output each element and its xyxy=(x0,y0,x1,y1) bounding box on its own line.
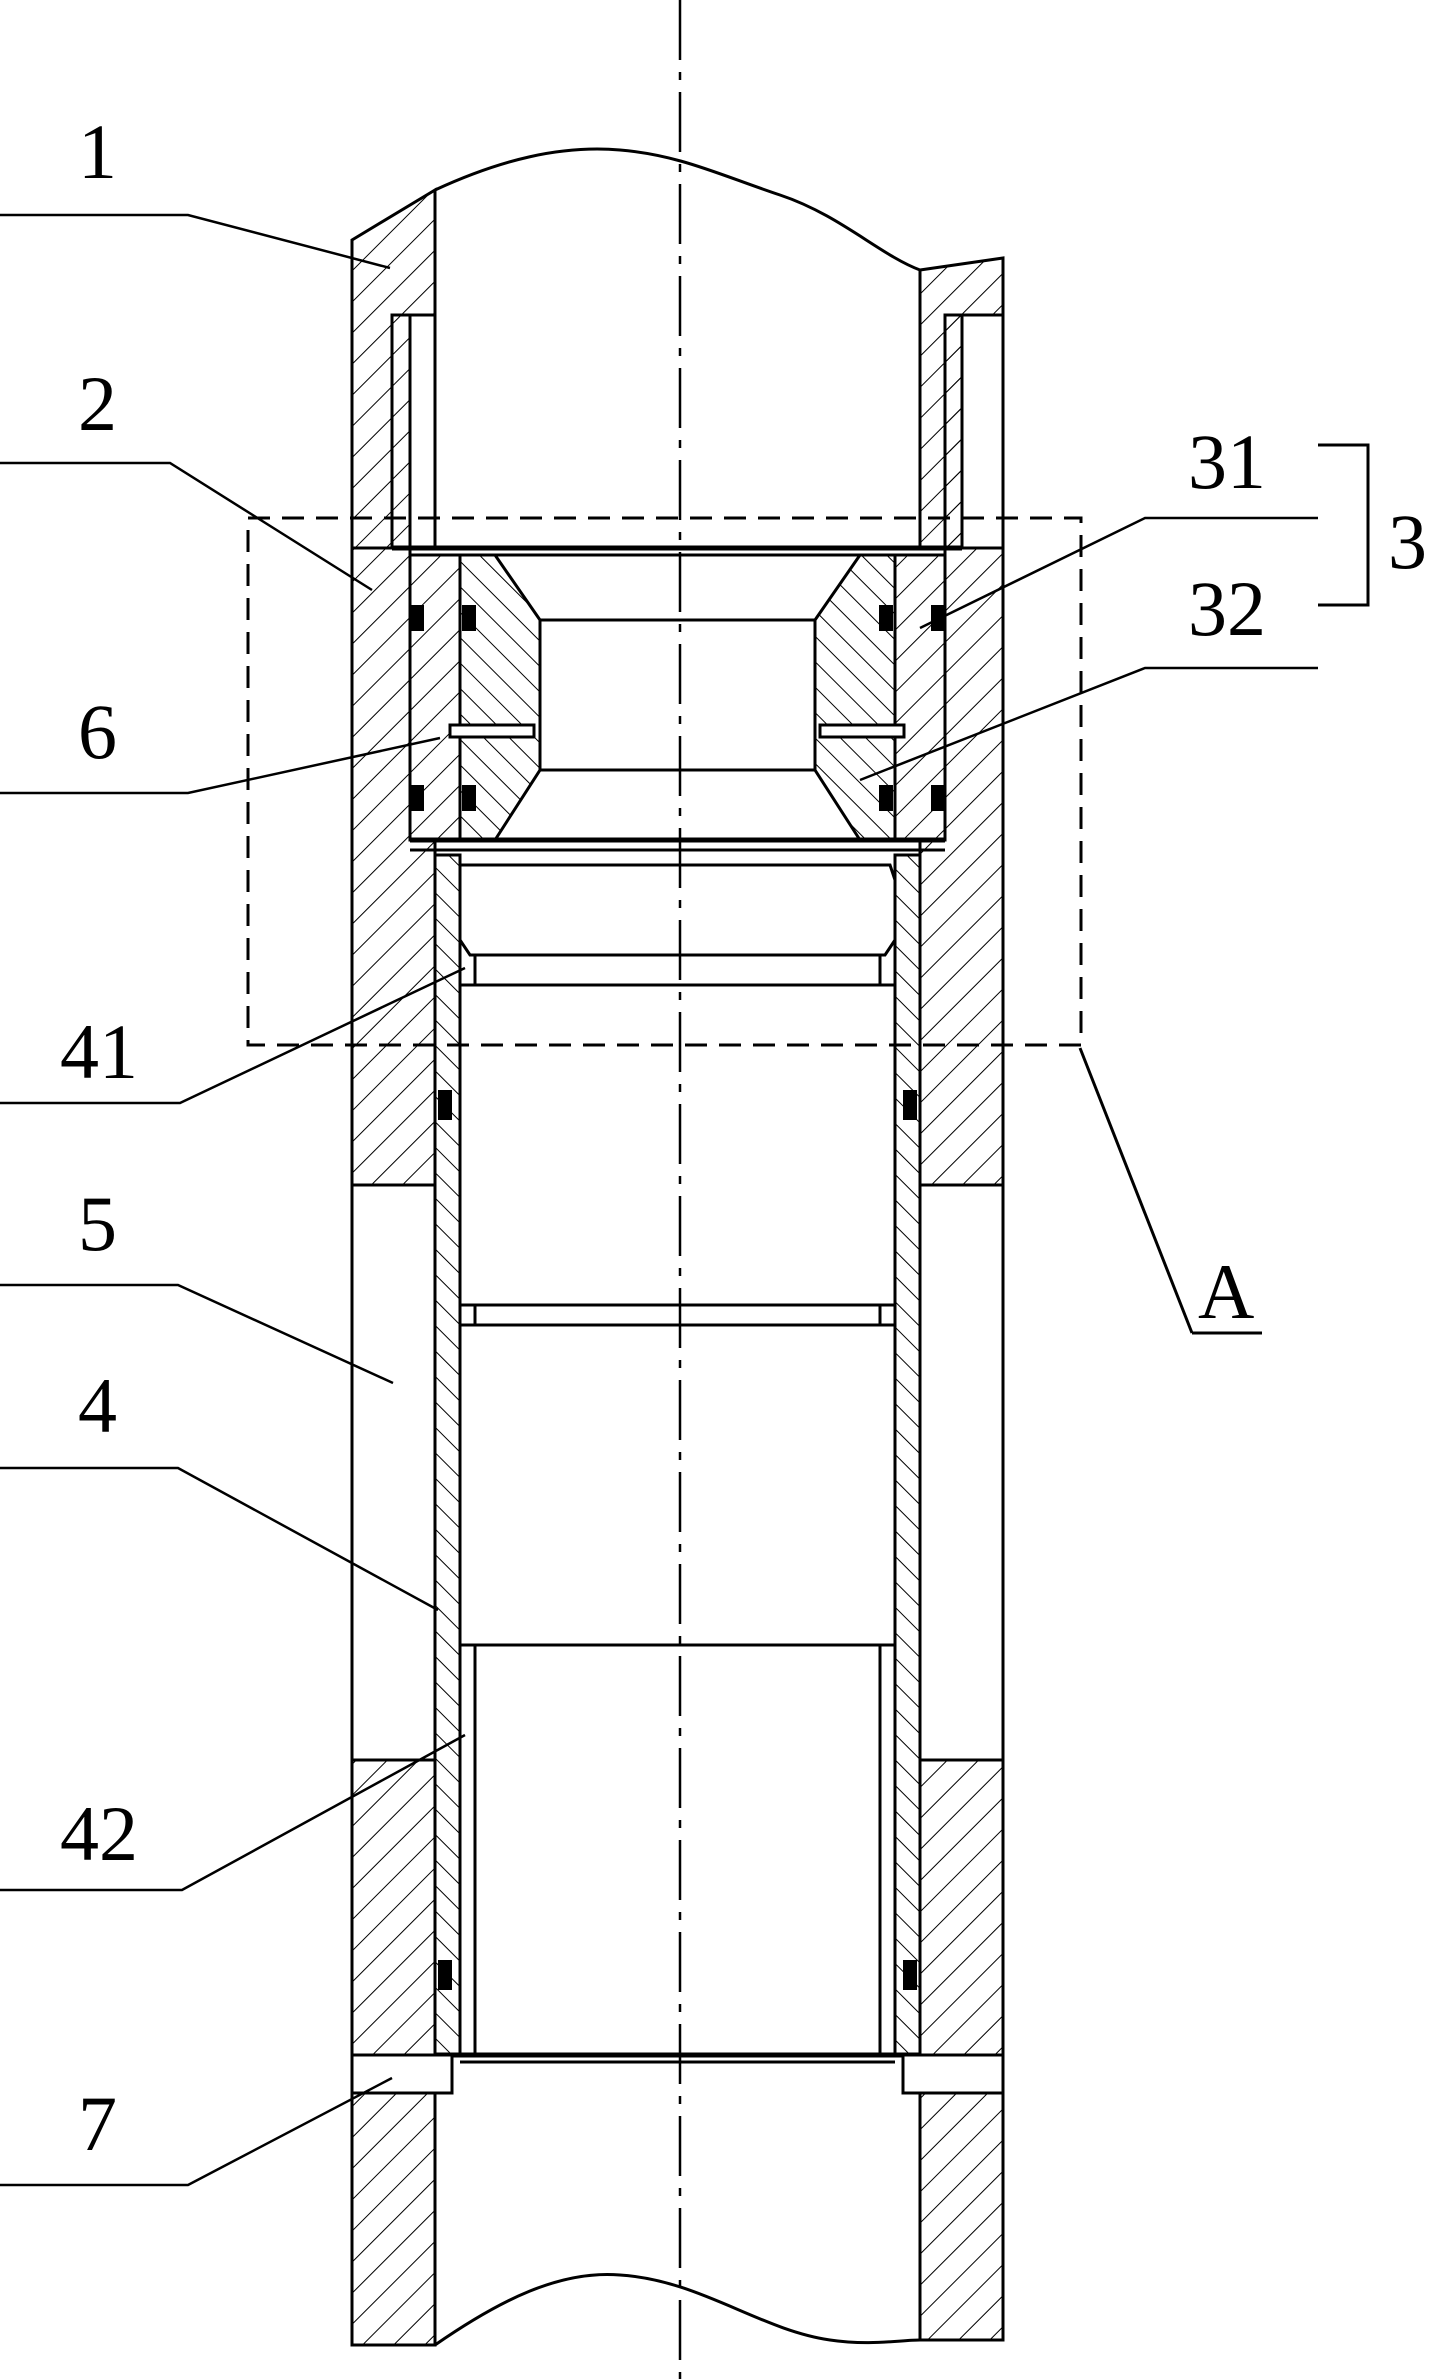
lower-housing xyxy=(350,1758,1005,2347)
o-ring-seal xyxy=(462,785,476,811)
label-6: 6 xyxy=(78,688,117,775)
o-ring-seal xyxy=(438,1960,452,1990)
label-31: 31 xyxy=(1188,418,1266,505)
label-3: 3 xyxy=(1388,498,1427,585)
o-ring-seal xyxy=(903,1090,917,1120)
seat-assembly-part-3 xyxy=(408,553,947,852)
leader-lines xyxy=(0,213,1318,2187)
assembly-bracket xyxy=(1318,443,1370,607)
label-41: 41 xyxy=(60,1008,138,1095)
o-ring-seal xyxy=(879,605,893,631)
upper-tube-part-1 xyxy=(350,147,1005,551)
label-4: 4 xyxy=(78,1362,117,1449)
label-32: 32 xyxy=(1188,565,1266,652)
o-ring-seal xyxy=(931,785,945,811)
detail-a-boundary xyxy=(246,516,1083,1047)
o-ring-seal xyxy=(410,785,424,811)
label-A: A xyxy=(1198,1248,1254,1335)
label-42: 42 xyxy=(60,1790,138,1877)
outer-housing-part-2 xyxy=(350,240,1005,1187)
o-ring-seal xyxy=(410,605,424,631)
shear-pins-part-6 xyxy=(448,723,906,739)
label-2: 2 xyxy=(78,360,117,447)
sliding-sleeve-part-4 xyxy=(433,853,922,2064)
label-5: 5 xyxy=(78,1180,117,1267)
o-ring-seal xyxy=(879,785,893,811)
o-ring-seal xyxy=(438,1090,452,1120)
retaining-ring-part-7 xyxy=(901,2053,1005,2095)
label-1: 1 xyxy=(78,108,117,195)
o-ring-seal xyxy=(903,1960,917,1990)
o-ring-seal xyxy=(462,605,476,631)
retaining-ring-part-7 xyxy=(350,2053,454,2095)
label-7: 7 xyxy=(78,2080,117,2167)
